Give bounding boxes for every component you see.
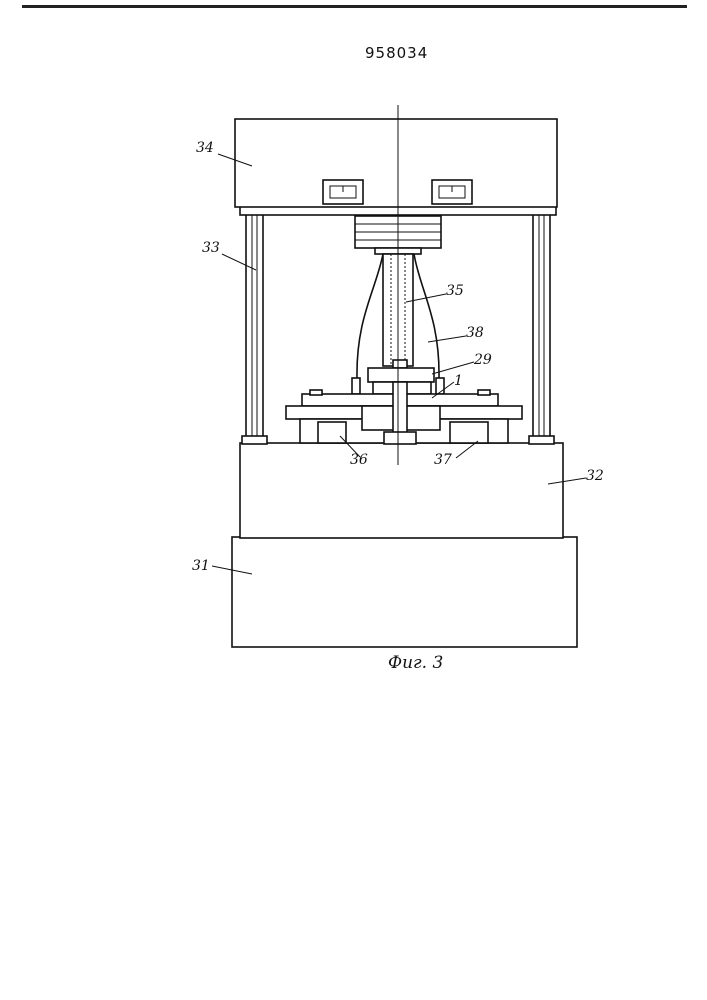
label-31: 31 (192, 558, 210, 574)
head-34 (235, 119, 557, 207)
gauge-right (432, 180, 472, 204)
bellows-left (357, 254, 383, 378)
label-33: 33 (202, 240, 220, 256)
label-38: 38 (466, 325, 484, 341)
column-right (529, 200, 554, 444)
label-1: 1 (454, 373, 463, 389)
label-35: 35 (446, 283, 464, 299)
label-34: 34 (196, 140, 214, 156)
base-31 (232, 537, 577, 647)
figure-caption: Фиг. 3 (388, 653, 443, 673)
gauge-left (323, 180, 363, 204)
label-37: 37 (434, 452, 452, 468)
label-29: 29 (473, 352, 492, 368)
table-32 (240, 443, 563, 538)
column-left (242, 200, 267, 444)
label-36: 36 (350, 452, 368, 468)
label-32: 32 (586, 468, 604, 484)
bellows-right (414, 254, 439, 378)
